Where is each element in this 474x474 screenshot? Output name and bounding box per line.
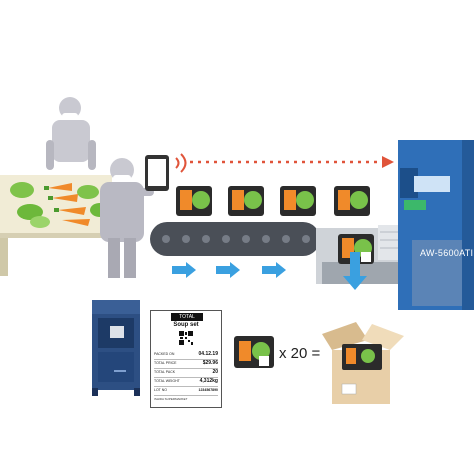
label-row: TOTAL PRICE $29.96 [154, 360, 218, 369]
label-row-value: $29.96 [202, 360, 218, 366]
qr-code-icon [179, 331, 193, 345]
signal-arrow [190, 156, 394, 168]
label-row-value: 20 [212, 369, 218, 375]
label-row-key: LOT NO [154, 388, 167, 392]
label-footer: ISHIDA SUPERMARKET [154, 397, 188, 401]
worker-icon [46, 97, 96, 170]
label-row-key: PACKED ON [154, 352, 175, 356]
wireless-signal-icon [175, 153, 187, 173]
label-row: LOT NO 1234567890 [154, 387, 218, 396]
flow-arrows [172, 252, 367, 290]
worker-with-tablet-icon [100, 158, 154, 278]
label-row-key: TOTAL WEIGHT [154, 379, 180, 383]
tray-icon [176, 186, 374, 264]
label-row-value: 1234567890 [198, 388, 218, 392]
multiplier-text: x 20 = [279, 345, 321, 362]
label-row-key: TOTAL PACK [154, 370, 176, 374]
label-row-value: 04.12.19 [198, 351, 218, 357]
tablet-icon [145, 155, 169, 191]
label-row-key: TOTAL PRICE [154, 361, 177, 365]
label-title: Soup set [173, 322, 199, 328]
box-icon [322, 322, 404, 404]
tray-icon [234, 336, 274, 368]
label-row: PACKED ON 04.12.19 [154, 351, 218, 360]
labeler-machine [398, 140, 474, 310]
machine-model-label: AW-5600ATII [420, 248, 474, 258]
label-row-value: 4,312kg [199, 378, 218, 384]
printer-icon [92, 300, 140, 396]
label-row: TOTAL PACK 20 [154, 369, 218, 378]
label-row: TOTAL WEIGHT 4,312kg [154, 378, 218, 387]
total-label: TOTAL LABEL Soup set PACKED ON 04.12.19 … [150, 310, 222, 408]
label-header: TOTAL LABEL [171, 313, 203, 328]
